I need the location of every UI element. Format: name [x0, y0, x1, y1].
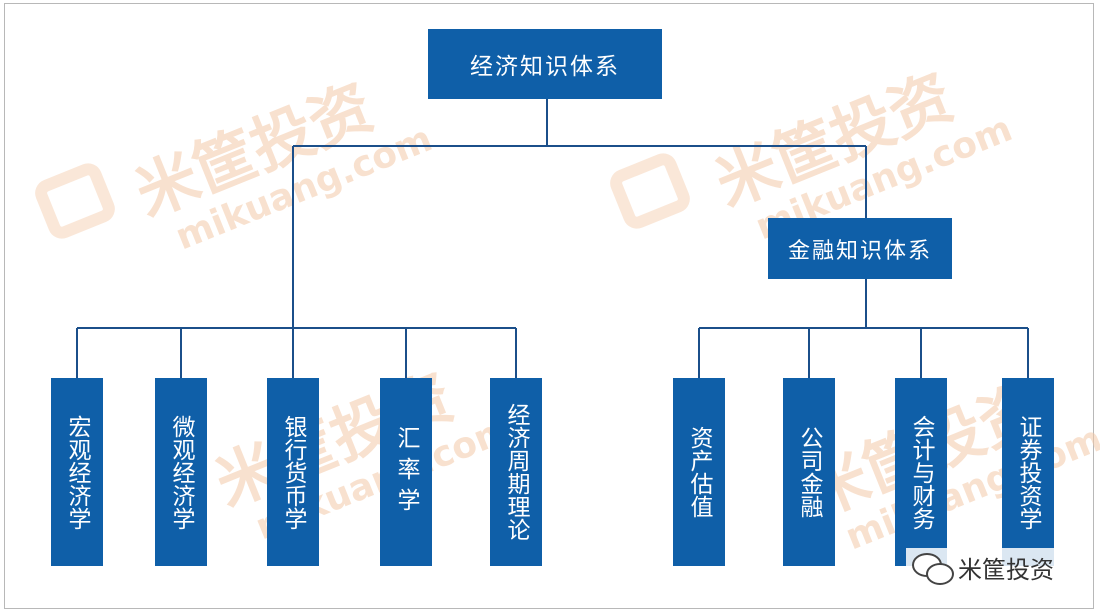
node-corporate-finance: 公司金融 [783, 378, 835, 566]
node-label: 金融知识体系 [787, 238, 932, 264]
node-label: 证券投资学 [1015, 414, 1041, 530]
node-label: 资产估值 [686, 426, 712, 518]
node-securities-investment: 证券投资学 [1002, 378, 1054, 566]
node-label: 经济知识体系 [470, 54, 620, 80]
node-label: 微观经济学 [168, 414, 194, 530]
node-business-cycle: 经济周期理论 [490, 378, 542, 566]
node-label: 经济周期理论 [503, 403, 529, 541]
node-accounting-finance: 会计与财务 [895, 378, 947, 566]
node-label: 银行货币学 [280, 414, 306, 530]
node-label: 汇率学 [393, 425, 419, 519]
node-exchange-rate: 汇率学 [380, 378, 432, 566]
footer-brand: 米筐投资 [906, 548, 1060, 587]
node-economics-system: 经济知识体系 [428, 29, 662, 99]
node-label: 宏观经济学 [64, 414, 90, 530]
node-label: 会计与财务 [908, 414, 934, 530]
node-label: 公司金融 [796, 426, 822, 518]
node-finance-system: 金融知识体系 [768, 218, 952, 279]
wechat-icon [912, 552, 954, 585]
diagram-frame [4, 3, 1094, 609]
node-microeconomics: 微观经济学 [155, 378, 207, 566]
node-asset-valuation: 资产估值 [673, 378, 725, 566]
node-banking-monetary: 银行货币学 [267, 378, 319, 566]
footer-brand-label: 米筐投资 [958, 556, 1054, 584]
node-macroeconomics: 宏观经济学 [51, 378, 103, 566]
